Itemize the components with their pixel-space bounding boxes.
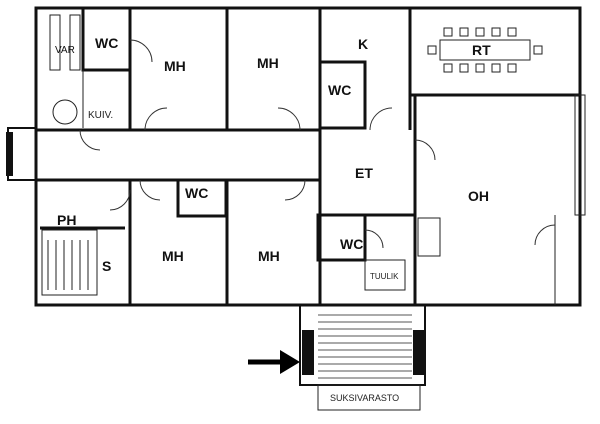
room-label-sauna: S	[102, 258, 112, 274]
room-label-rt: RT	[472, 42, 491, 58]
room-label-tuulik: TUULIK	[370, 272, 399, 281]
room-label-mh: MH	[162, 248, 184, 264]
room-label-mh: MH	[258, 248, 280, 264]
room-label-wc: WC	[185, 185, 209, 201]
room-label-kuiv: KUIV.	[88, 110, 114, 121]
room-label-wc: WC	[328, 82, 352, 98]
ski-storage	[317, 384, 421, 411]
outer-wall	[34, 6, 582, 307]
arrow-right-icon	[248, 350, 300, 374]
room-label-kitchen: K	[358, 36, 369, 52]
room-label-et: ET	[355, 165, 373, 181]
room-label-var: VAR	[55, 45, 75, 56]
room-label-oh: OH	[468, 188, 489, 204]
entrance-porch	[299, 304, 426, 386]
room-label-wc: WC	[340, 236, 364, 252]
room-label-mh: MH	[164, 58, 186, 74]
room-label-wc: WC	[95, 35, 119, 51]
left-door-mat	[6, 132, 13, 176]
room-label-mh: MH	[257, 55, 279, 71]
room-label-ph: PH	[57, 212, 77, 228]
room-label-suksivarasto: SUKSIVARASTO	[330, 393, 400, 403]
rt-table	[439, 39, 531, 61]
